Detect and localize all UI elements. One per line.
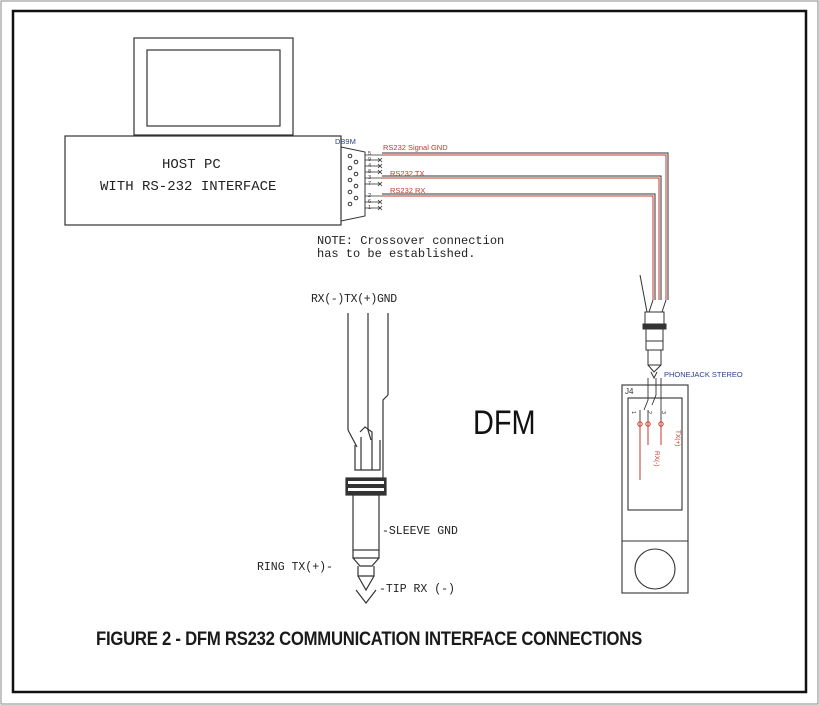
inner-border — [11, 9, 808, 694]
db9-pin-2: 2 — [368, 193, 372, 199]
wire-tx — [382, 175, 662, 300]
figure-caption: FIGURE 2 - DFM RS232 COMMUNICATION INTER… — [96, 629, 642, 651]
db9-pin-7: 7 — [368, 181, 372, 187]
device-center-label: DFM — [473, 404, 536, 442]
jack-pin-1: 1 — [630, 411, 636, 415]
caption-prefix: FIGURE 2 - — [96, 629, 186, 650]
note-line-1: NOTE: Crossover connection — [317, 234, 505, 248]
plug-tip-label: -TIP RX (-) — [379, 583, 455, 596]
db9-pin-stubs — [365, 154, 383, 211]
db9-label: DB9M — [335, 137, 356, 146]
db9-pin-3: 3 — [368, 175, 372, 181]
db9-pin-5: 5 — [368, 151, 372, 157]
db9-pin-6: 6 — [368, 199, 372, 205]
phonejack-label: PHONEJACK STEREO — [664, 370, 743, 379]
monitor-icon — [133, 37, 294, 136]
host-pc-subtitle: WITH RS-232 INTERFACE — [100, 179, 277, 195]
wire-rx — [382, 193, 656, 300]
db9-pin-8: 8 — [368, 169, 372, 175]
db9-pin-1: 1 — [368, 205, 372, 211]
caption-brand: DFM — [185, 629, 221, 650]
caption-rest: RS232 COMMUNICATION INTERFACE CONNECTION… — [220, 629, 643, 650]
jack-pin-2: 2 — [646, 411, 652, 415]
db9-connector — [340, 146, 366, 222]
signal-tx-label: RS232 TX — [390, 169, 425, 178]
jack-pin-3: 3 — [660, 411, 666, 415]
plug-top-labels: RX(-)TX(+)GND — [311, 293, 397, 306]
jack-pins-red — [637, 420, 664, 480]
jack-pin-rx-label: RX(-) — [653, 451, 660, 467]
db9-pin-9: 9 — [368, 157, 372, 163]
plug-sleeve-label: -SLEEVE GND — [382, 525, 458, 538]
wire-gnd — [382, 152, 669, 300]
device-board — [621, 384, 689, 594]
signal-rx-label: RS232 RX — [390, 186, 426, 195]
stereo-plug-large — [345, 313, 389, 604]
db9-pin-4: 4 — [368, 163, 372, 169]
stereo-plug-small — [639, 274, 667, 380]
plug-ring-label: RING TX(+)- — [257, 561, 333, 574]
jack-pin-tx-label: TX(+) — [674, 430, 681, 447]
host-pc-title: HOST PC — [162, 157, 221, 173]
signal-gnd-label: RS232 Signal GND — [383, 143, 448, 152]
device-ref-label: J4 — [625, 387, 634, 396]
note-line-2: has to be established. — [317, 247, 476, 261]
